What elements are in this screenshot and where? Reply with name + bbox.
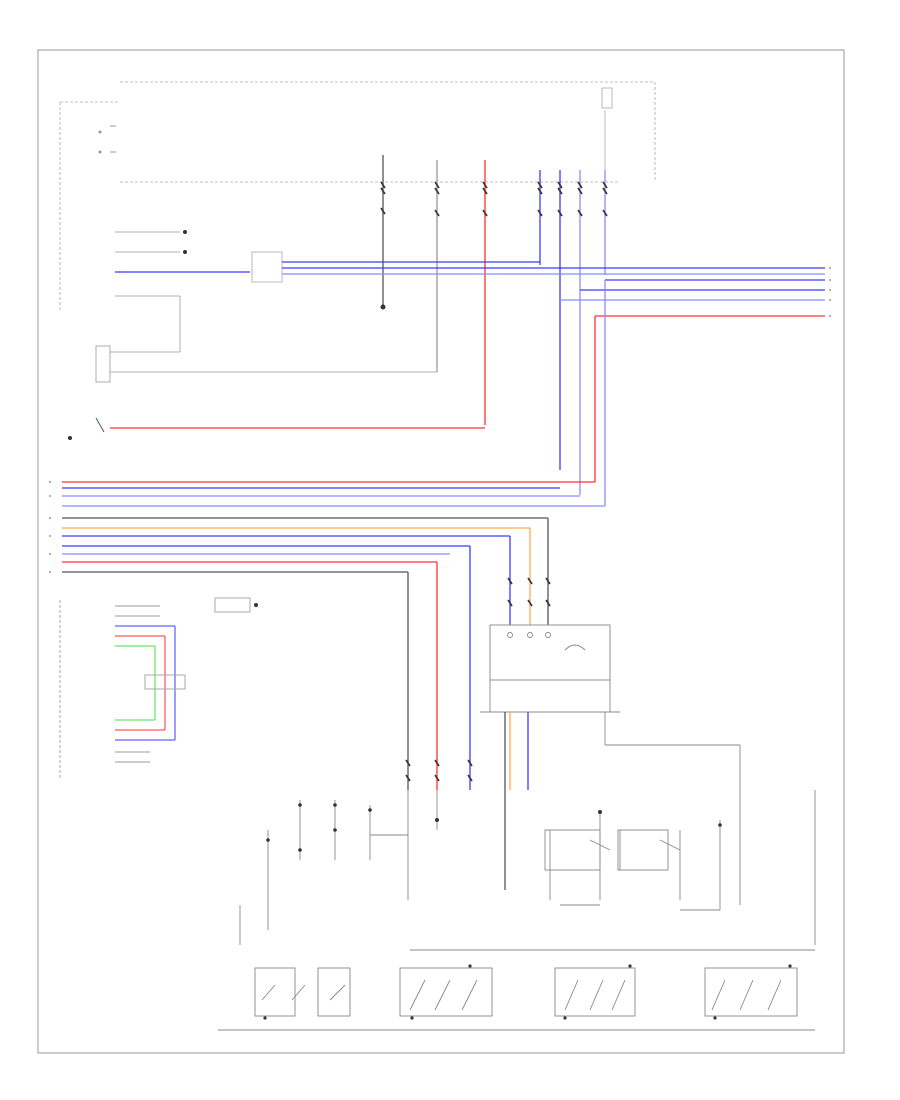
- left-rear-power-window: [480, 624, 741, 905]
- main-body-ecu: [251, 251, 283, 283]
- horizontal-blue-bus: [115, 261, 825, 482]
- left-door-switch: [68, 417, 485, 440]
- relay-boxes: [544, 829, 681, 871]
- top-left-pins: [98, 125, 116, 154]
- left-upper-small-dots: [183, 230, 386, 310]
- diagram-frame: [37, 49, 845, 1054]
- bottom-switch-group: [254, 967, 798, 1017]
- left-terminals: [49, 481, 51, 573]
- middle-harness-verticals: [407, 518, 549, 790]
- connector-ticks: [380, 181, 608, 217]
- right-terminals: [829, 267, 831, 317]
- lrpw-motor-wires: [504, 712, 529, 890]
- top-fuse-box: [59, 81, 656, 310]
- middle-connector-ticks: [405, 577, 551, 782]
- control-circuit-dots: [266, 803, 722, 852]
- control-circuit: [218, 790, 816, 1031]
- relay-ecu: [601, 87, 613, 182]
- left-lower-block: [59, 597, 251, 780]
- bottom-switch-pins: [263, 964, 792, 1020]
- middle-harness: [62, 280, 606, 573]
- top-vertical-wires: [382, 155, 606, 495]
- left-lower-ground-dot: [254, 603, 258, 607]
- left-upper-pins: [95, 231, 437, 383]
